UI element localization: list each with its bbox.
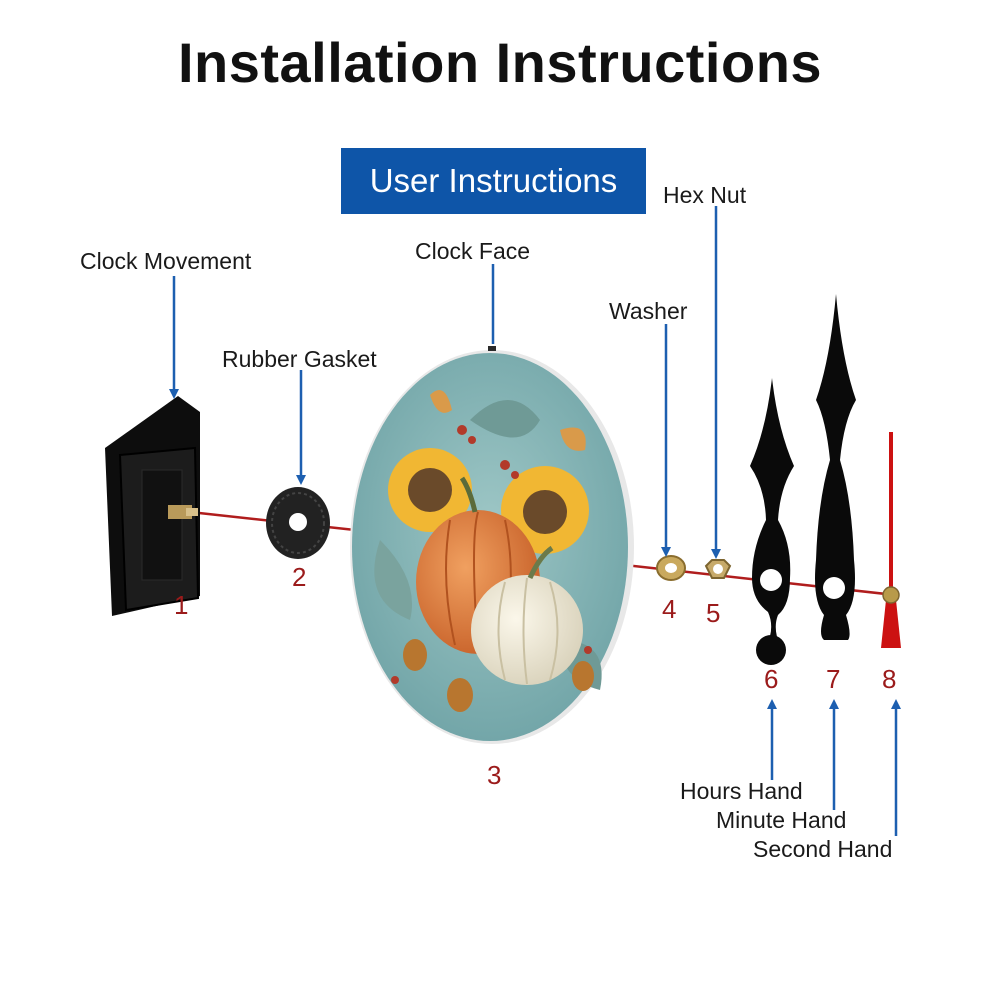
- number-2: 2: [292, 562, 307, 592]
- hours-hand-part: [750, 378, 794, 665]
- number-1: 1: [174, 590, 189, 620]
- user-instructions-badge: User Instructions: [341, 148, 646, 214]
- label-clock-movement: Clock Movement: [80, 248, 252, 274]
- second-hand-part: [881, 432, 901, 648]
- label-second-hand: Second Hand: [753, 836, 893, 862]
- number-3: 3: [487, 760, 502, 790]
- label-hours-hand: Hours Hand: [680, 778, 803, 804]
- page-title: Installation Instructions: [177, 31, 823, 94]
- number-5: 5: [706, 598, 721, 628]
- label-washer: Washer: [609, 298, 688, 324]
- number-7: 7: [826, 664, 841, 694]
- number-6: 6: [764, 664, 779, 694]
- number-4: 4: [662, 594, 677, 624]
- washer-part: [656, 555, 686, 581]
- callout-arrows: [169, 206, 901, 836]
- clock-movement-part: [105, 396, 200, 616]
- hex-nut-part: [704, 559, 732, 579]
- label-rubber-gasket: Rubber Gasket: [222, 346, 377, 372]
- minute-hand-part: [815, 294, 856, 640]
- clock-face-part: [350, 346, 634, 744]
- label-clock-face: Clock Face: [415, 238, 531, 264]
- label-hex-nut: Hex Nut: [663, 182, 747, 208]
- label-minute-hand: Minute Hand: [716, 807, 847, 833]
- number-8: 8: [882, 664, 897, 694]
- rubber-gasket-part: [266, 487, 330, 559]
